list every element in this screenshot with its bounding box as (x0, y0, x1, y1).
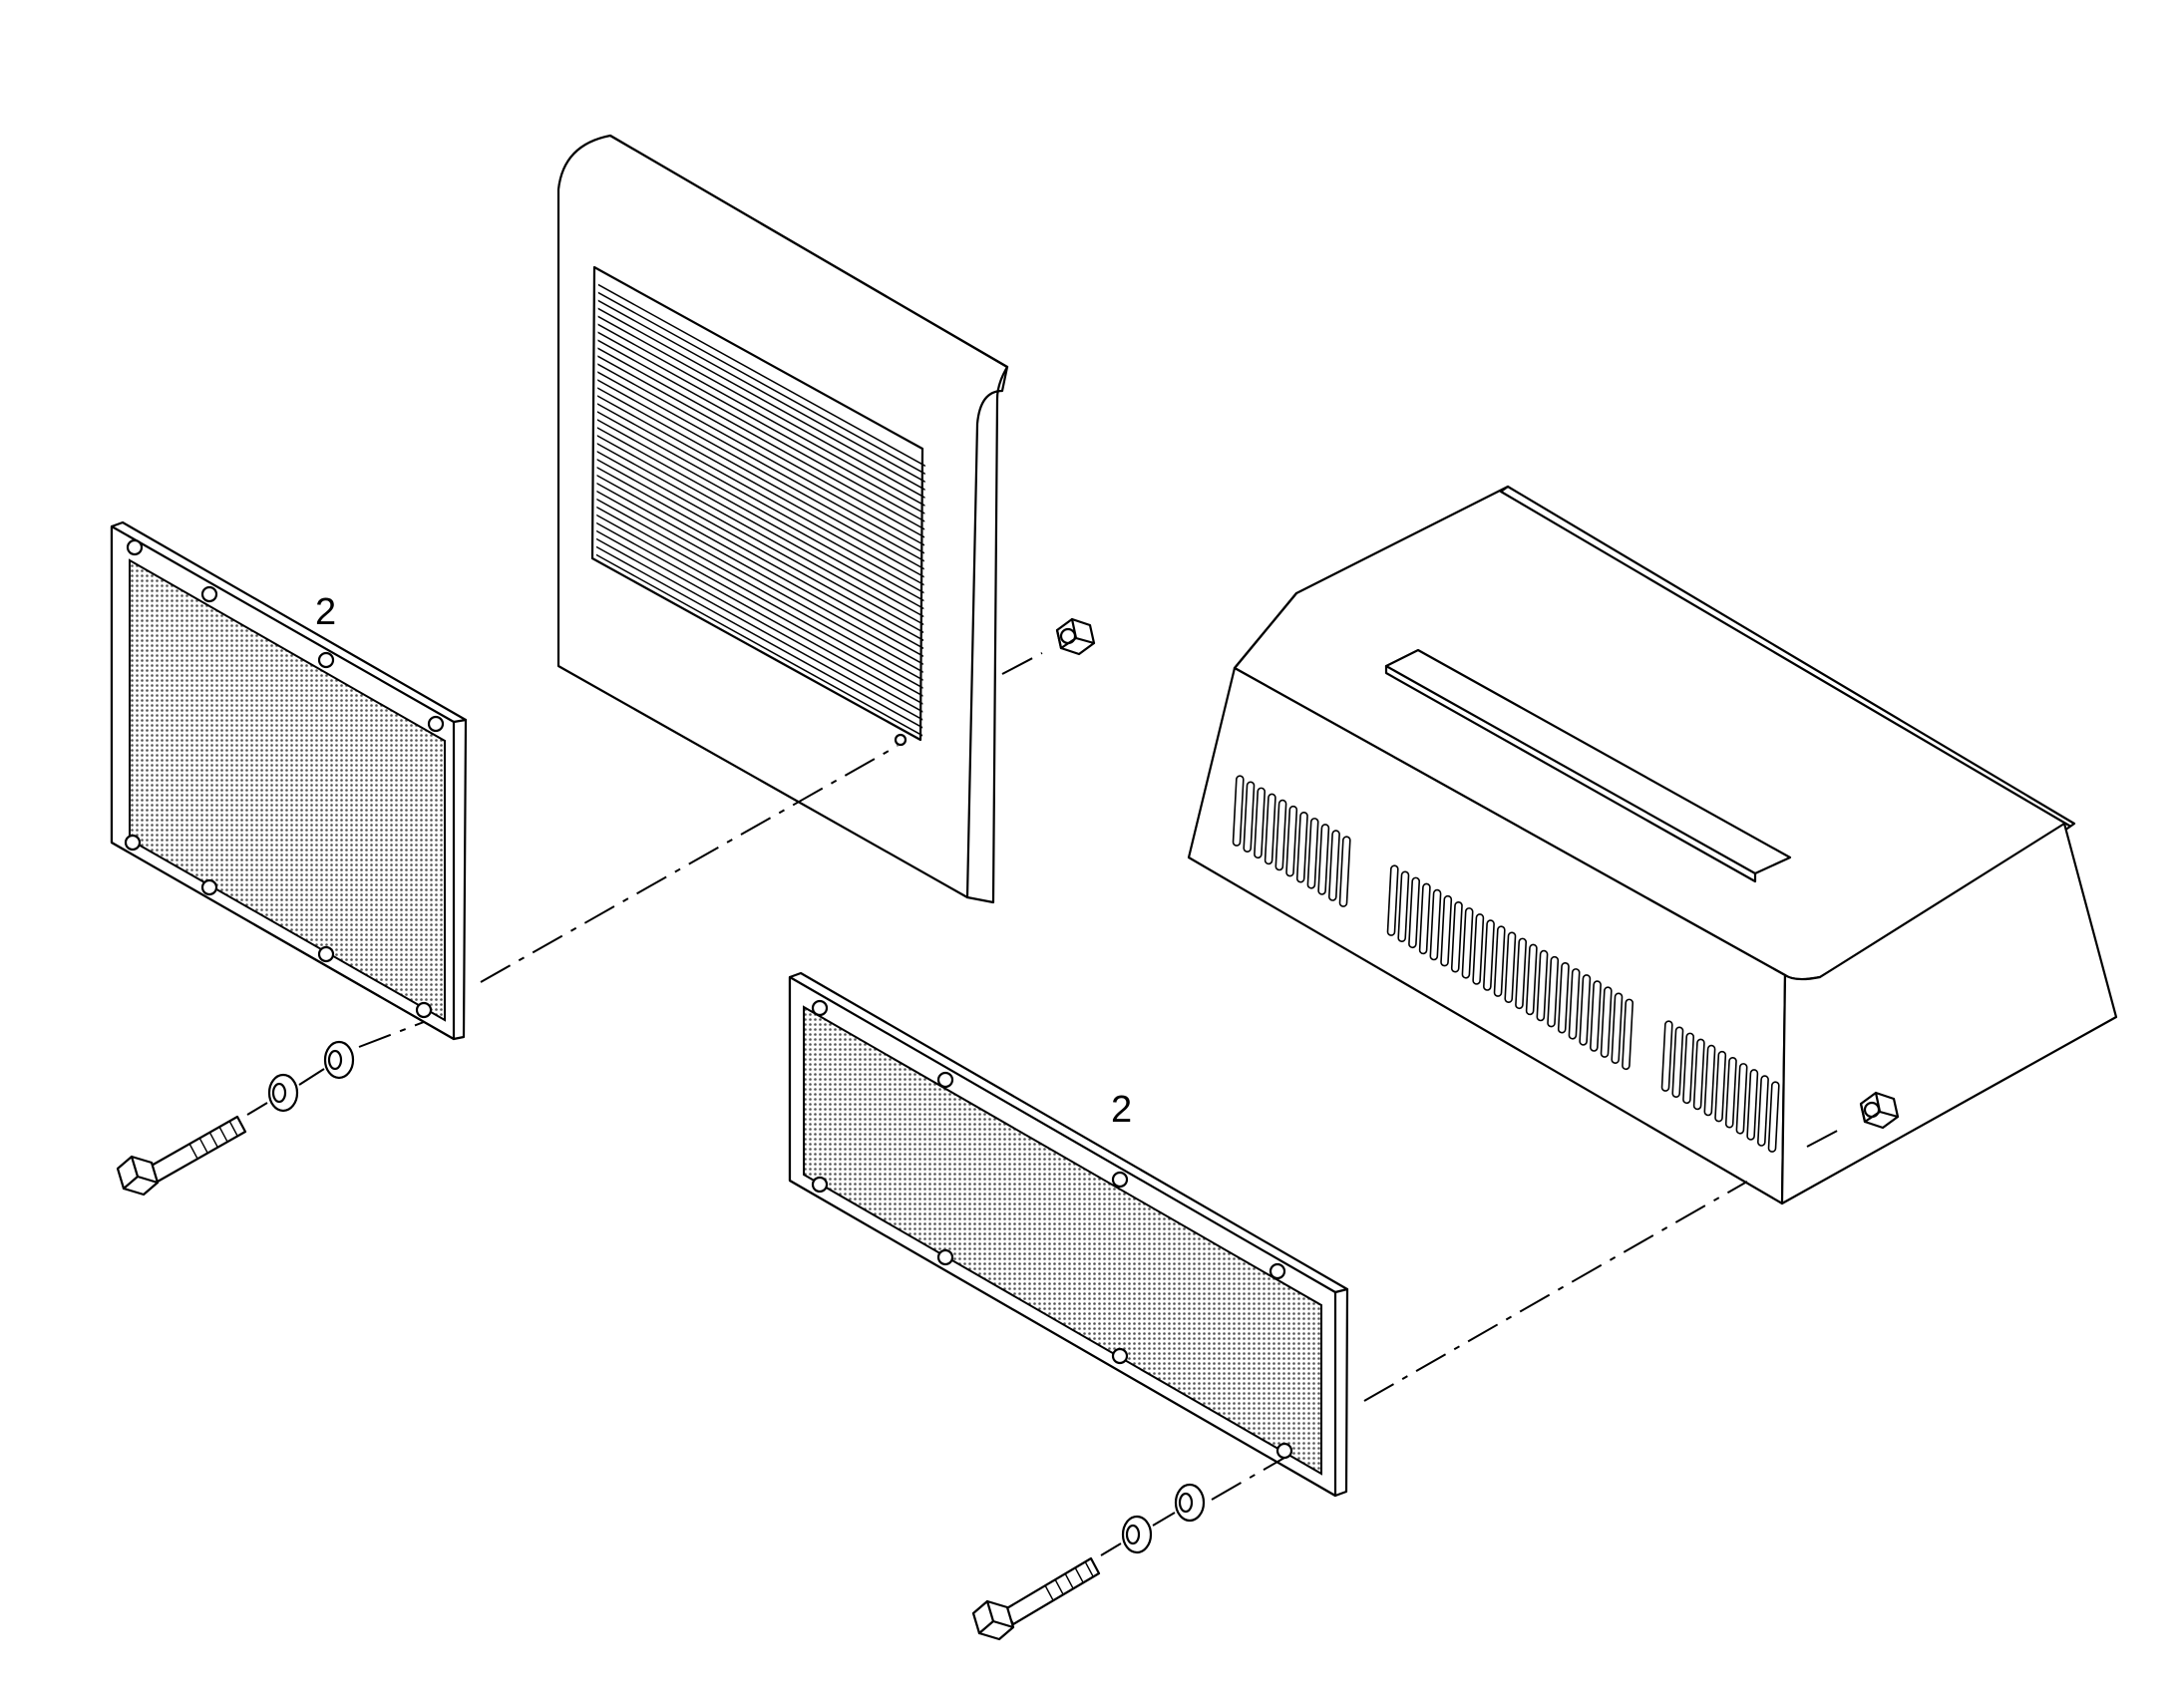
vent-slot (1682, 1032, 1695, 1105)
vent-slot (1536, 949, 1549, 1022)
vent-slot (1243, 781, 1256, 853)
vent-slot (1328, 830, 1340, 901)
vent-slot (1757, 1075, 1769, 1147)
right-hex-bolt (971, 1556, 1101, 1641)
groove-line (596, 454, 925, 649)
vent-slot (1622, 998, 1635, 1071)
vent-slot (1735, 1063, 1748, 1135)
vent-slot (1386, 864, 1399, 936)
vent-slot (1714, 1050, 1727, 1123)
vent-slot (1285, 805, 1298, 877)
groove-line (596, 406, 925, 601)
groove-line (596, 510, 925, 705)
callout-grille-left: 2 (315, 591, 336, 633)
vent-slot (1397, 870, 1410, 942)
vent-slot (1440, 894, 1453, 967)
groove-line (596, 430, 925, 625)
vent-slot (1746, 1069, 1759, 1141)
groove-line (596, 334, 925, 529)
left-lock-washer (267, 1073, 299, 1113)
right-lock-washer (1121, 1515, 1153, 1554)
left-hex-bolt (116, 1115, 247, 1196)
vent-slot (1429, 888, 1442, 961)
groove-line (596, 438, 925, 633)
groove-line (596, 502, 925, 697)
groove-line (596, 486, 925, 681)
left-cover-panel (556, 134, 1009, 904)
vent-slot (1306, 818, 1319, 889)
groove-line (596, 294, 925, 490)
right-hex-nut (1859, 1091, 1900, 1130)
vent-slot (1295, 811, 1308, 883)
vent-slot (1703, 1044, 1716, 1117)
vent-slot (1692, 1038, 1705, 1111)
groove-line (596, 549, 925, 738)
vent-slot (1408, 876, 1421, 949)
vent-slot (1504, 931, 1517, 1003)
left-grille-panel (110, 520, 468, 1041)
vent-slot (1515, 937, 1528, 1010)
groove-line (596, 478, 925, 673)
groove-line (596, 533, 925, 729)
groove-line (596, 310, 925, 506)
groove-line (596, 398, 925, 593)
vent-slot (1274, 799, 1287, 871)
groove-line (596, 462, 925, 657)
vent-slot (1472, 913, 1485, 985)
vent-slot (1611, 992, 1624, 1064)
right-flat-washer (1174, 1483, 1206, 1523)
vent-slot (1232, 775, 1245, 847)
vent-slot (1264, 793, 1276, 865)
assembly-lines (358, 652, 1846, 1501)
groove-line (596, 414, 925, 609)
groove-line (596, 350, 925, 545)
groove-line (596, 286, 925, 482)
groove-line (596, 541, 925, 737)
vent-slot (1461, 907, 1474, 979)
vent-slot (1418, 882, 1431, 955)
groove-line (596, 390, 925, 585)
groove-line (596, 446, 925, 641)
vent-slot (1493, 925, 1506, 997)
vent-slot (1568, 968, 1581, 1040)
vent-slot (1254, 787, 1267, 859)
vent-slot (1660, 1020, 1673, 1092)
groove-line (596, 342, 925, 537)
groove-line (596, 382, 925, 577)
groove-line (596, 422, 925, 617)
vent-slot (1671, 1026, 1684, 1098)
callout-grille-right: 2 (1111, 1089, 1132, 1131)
vent-slot (1338, 836, 1351, 907)
vent-slot (1600, 986, 1613, 1058)
vent-slot (1525, 943, 1538, 1016)
groove-line (596, 525, 925, 721)
groove-line (596, 302, 925, 498)
right-housing (1187, 485, 2118, 1205)
groove-line (596, 494, 925, 689)
vent-slot (1557, 961, 1570, 1034)
vent-slot (1547, 955, 1560, 1028)
vent-slot (1590, 980, 1602, 1052)
groove-line (596, 374, 925, 569)
cover-grooves (596, 278, 925, 738)
vent-slot (1767, 1081, 1780, 1153)
housing-vent-slots (1232, 775, 1780, 1153)
groove-line (596, 358, 925, 553)
vent-slot (1483, 919, 1495, 991)
vent-slot (1579, 974, 1592, 1046)
groove-line (596, 318, 925, 513)
right-grille-panel (788, 971, 1349, 1498)
groove-line (596, 366, 925, 561)
vent-slot (1724, 1056, 1737, 1129)
vent-slot (1450, 900, 1463, 973)
groove-line (596, 278, 925, 474)
vent-slot (1317, 824, 1330, 895)
groove-line (596, 326, 925, 521)
groove-line (596, 517, 925, 713)
left-hex-nut (1055, 617, 1096, 656)
left-flat-washer (323, 1040, 355, 1080)
groove-line (596, 470, 925, 665)
